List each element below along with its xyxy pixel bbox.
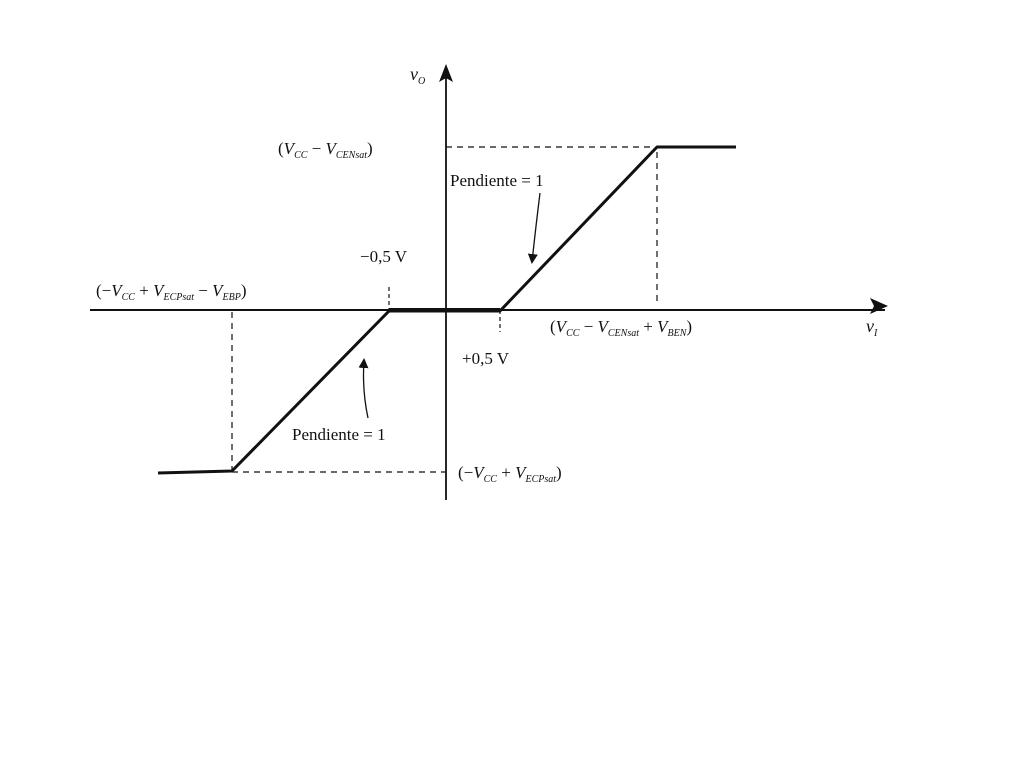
label-upper-saturation: (VCC − VCENsat)	[278, 139, 373, 161]
x-axis-arrowhead	[870, 298, 888, 314]
slope-lower-arrow	[358, 358, 369, 419]
label-slope-upper: Pendiente = 1	[450, 171, 544, 190]
label-minus-half-volt: −0,5 V	[360, 247, 408, 266]
y-axis-arrowhead	[439, 64, 453, 82]
label-slope-lower: Pendiente = 1	[292, 425, 386, 444]
label-x-right-breakpoint: (VCC − VCENsat + VBEN)	[550, 317, 692, 339]
x-axis-label: vI	[866, 316, 878, 339]
label-lower-saturation: (−VCC + VECPsat)	[458, 463, 562, 485]
label-plus-half-volt: +0,5 V	[462, 349, 510, 368]
y-axis-label: vO	[410, 64, 425, 87]
label-x-left-breakpoint: (−VCC + VECPsat − VEBP)	[96, 281, 247, 303]
slope-upper-arrow	[527, 192, 541, 264]
